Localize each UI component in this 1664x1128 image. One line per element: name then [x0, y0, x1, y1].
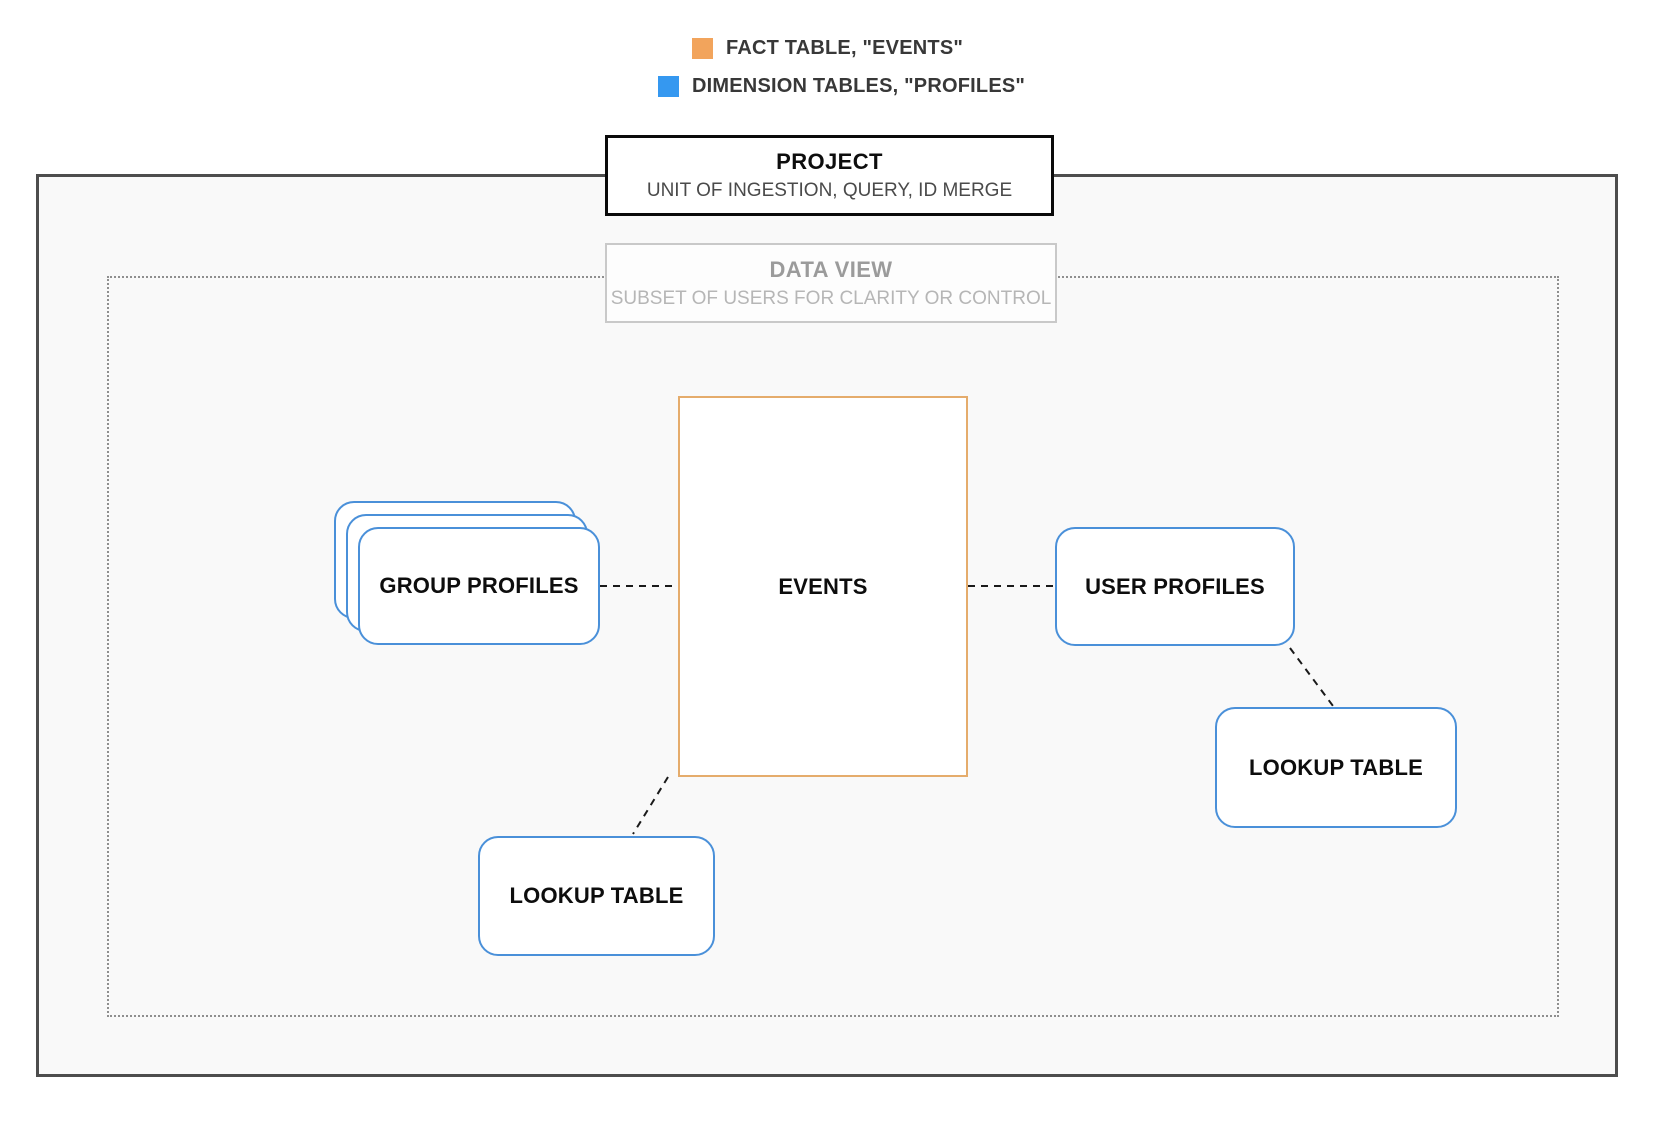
legend-label-fact-table: FACT TABLE, "EVENTS" [726, 36, 964, 59]
fact-table-swatch-icon [692, 37, 713, 59]
node-events: EVENTS [678, 396, 968, 777]
data-view-header-box: DATA VIEW SUBSET OF USERS FOR CLARITY OR… [605, 243, 1057, 323]
legend-item-dimension-tables: DIMENSION TABLES, "PROFILES" [658, 74, 1025, 98]
node-user-profiles: USER PROFILES [1055, 527, 1295, 646]
node-lookup-table-bottom: LOOKUP TABLE [478, 836, 715, 956]
project-header-box: PROJECT UNIT OF INGESTION, QUERY, ID MER… [605, 135, 1054, 216]
data-view-subtitle: SUBSET OF USERS FOR CLARITY OR CONTROL [610, 287, 1052, 309]
data-view-title: DATA VIEW [769, 256, 893, 282]
node-label-group-profiles: GROUP PROFILES [379, 573, 579, 598]
dimension-tables-swatch-icon [658, 75, 679, 97]
legend-label-dimension-tables: DIMENSION TABLES, "PROFILES" [692, 74, 1026, 97]
node-label-lookup-table-bottom: LOOKUP TABLE [509, 883, 684, 908]
node-label-lookup-table-right: LOOKUP TABLE [1249, 754, 1423, 780]
legend-item-fact-table: FACT TABLE, "EVENTS" [692, 36, 963, 60]
node-label-events: EVENTS [778, 573, 868, 599]
project-subtitle: UNIT OF INGESTION, QUERY, ID MERGE [646, 180, 1013, 201]
project-title: PROJECT [776, 149, 883, 174]
node-lookup-table-right: LOOKUP TABLE [1215, 707, 1457, 828]
node-group-profiles: GROUP PROFILES [358, 527, 600, 645]
node-label-user-profiles: USER PROFILES [1085, 573, 1265, 599]
